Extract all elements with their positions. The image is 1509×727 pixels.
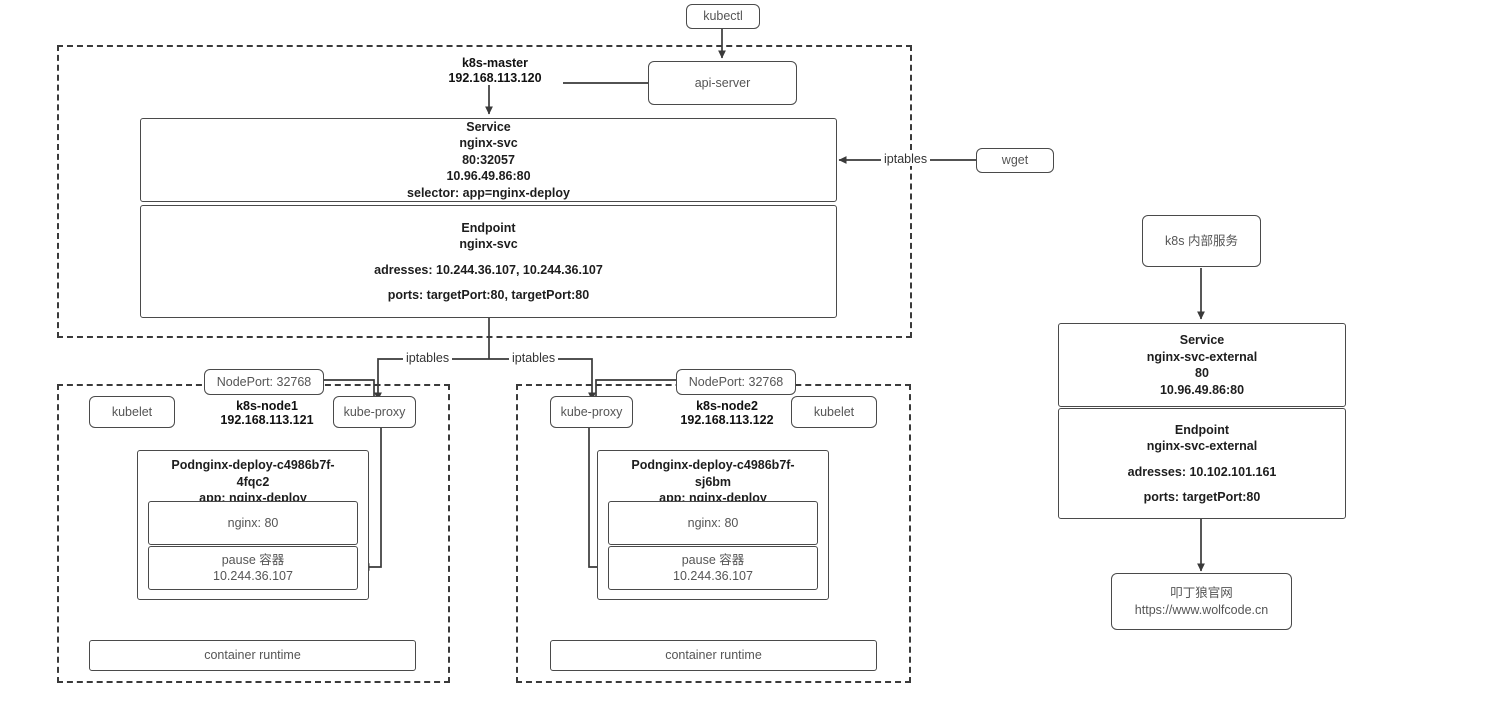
node2-pause-ip: 10.244.36.107 <box>673 569 753 583</box>
service-ports: 80:32057 <box>462 152 515 167</box>
wget-box[interactable]: wget <box>976 148 1054 173</box>
node1-container-nginx[interactable]: nginx: 80 <box>148 501 358 545</box>
node2-container-nginx[interactable]: nginx: 80 <box>608 501 818 545</box>
node1-pause-label: pause 容器 <box>221 552 285 567</box>
node2-pause-label: pause 容器 <box>681 552 745 567</box>
node2-pod-title-line2: sj6bm <box>694 474 732 489</box>
service-name: nginx-svc <box>459 136 518 151</box>
master-zone-label-line1: k8s-master <box>437 56 553 70</box>
external-endpoint-addresses: adresses: 10.102.101.161 <box>1127 464 1277 479</box>
external-service-name: nginx-svc-external <box>1146 349 1258 364</box>
kubectl-box[interactable]: kubectl <box>686 4 760 29</box>
service-title: Service <box>466 119 511 134</box>
node2-kube-proxy-box[interactable]: kube-proxy <box>550 396 633 428</box>
api-server-box[interactable]: api-server <box>648 61 797 105</box>
node1-container-pause[interactable]: pause 容器 10.244.36.107 <box>148 546 358 590</box>
iptables-label-wget: iptables <box>881 152 931 166</box>
node2-name-line1: k8s-node2 <box>667 399 787 413</box>
external-endpoint-box[interactable]: Endpoint nginx-svc-external adresses: 10… <box>1058 408 1346 519</box>
external-service-box[interactable]: Service nginx-svc-external 80 10.96.49.8… <box>1058 323 1346 407</box>
iptables-label-node1: iptables <box>403 351 453 365</box>
wolfcode-site-url: https://www.wolfcode.cn <box>1134 602 1269 617</box>
external-endpoint-title: Endpoint <box>1174 422 1230 437</box>
endpoint-addresses: adresses: 10.244.36.107, 10.244.36.107 <box>374 262 603 277</box>
node1-kube-proxy-box[interactable]: kube-proxy <box>333 396 416 428</box>
node1-nodeport-box[interactable]: NodePort: 32768 <box>204 369 324 395</box>
node1-container-runtime[interactable]: container runtime <box>89 640 416 671</box>
service-box[interactable]: Service nginx-svc 80:32057 10.96.49.86:8… <box>140 118 837 202</box>
node2-container-runtime[interactable]: container runtime <box>550 640 877 671</box>
node1-name-line2: 192.168.113.121 <box>201 413 333 427</box>
node1-pause-ip: 10.244.36.107 <box>213 569 293 583</box>
wolfcode-site-name: 叩丁狼官网 <box>1170 586 1233 600</box>
zone-k8s-master <box>57 45 912 338</box>
node2-nodeport-box[interactable]: NodePort: 32768 <box>676 369 796 395</box>
endpoint-title: Endpoint <box>461 220 516 235</box>
node1-pod-title-line1: Podnginx-deploy-c4986b7f- <box>171 458 335 472</box>
node2-container-pause[interactable]: pause 容器 10.244.36.107 <box>608 546 818 590</box>
node1-kubelet-box[interactable]: kubelet <box>89 396 175 428</box>
node2-name-line2: 192.168.113.122 <box>661 413 793 427</box>
k8s-internal-service-box[interactable]: k8s 内部服务 <box>1142 215 1261 267</box>
node2-kubelet-box[interactable]: kubelet <box>791 396 877 428</box>
external-service-cluster-ip: 10.96.49.86:80 <box>1159 382 1245 397</box>
external-endpoint-name: nginx-svc-external <box>1146 439 1258 453</box>
iptables-label-node2: iptables <box>509 351 559 365</box>
master-zone-label-line2: 192.168.113.120 <box>427 71 563 85</box>
endpoint-name: nginx-svc <box>459 237 518 251</box>
service-selector: selector: app=nginx-deploy <box>407 185 570 200</box>
node2-pod-title-line1: Podnginx-deploy-c4986b7f- <box>631 458 795 472</box>
external-service-title: Service <box>1179 333 1225 347</box>
external-service-port: 80 <box>1195 366 1209 380</box>
endpoint-box[interactable]: Endpoint nginx-svc adresses: 10.244.36.1… <box>140 205 837 318</box>
external-endpoint-ports: ports: targetPort:80 <box>1143 490 1261 504</box>
endpoint-ports: ports: targetPort:80, targetPort:80 <box>387 288 590 302</box>
node1-name-line1: k8s-node1 <box>207 399 327 413</box>
node1-pod-title-line2: 4fqc2 <box>236 474 270 489</box>
service-cluster-ip: 10.96.49.86:80 <box>446 169 531 184</box>
wolfcode-site-box[interactable]: 叩丁狼官网 https://www.wolfcode.cn <box>1111 573 1292 630</box>
